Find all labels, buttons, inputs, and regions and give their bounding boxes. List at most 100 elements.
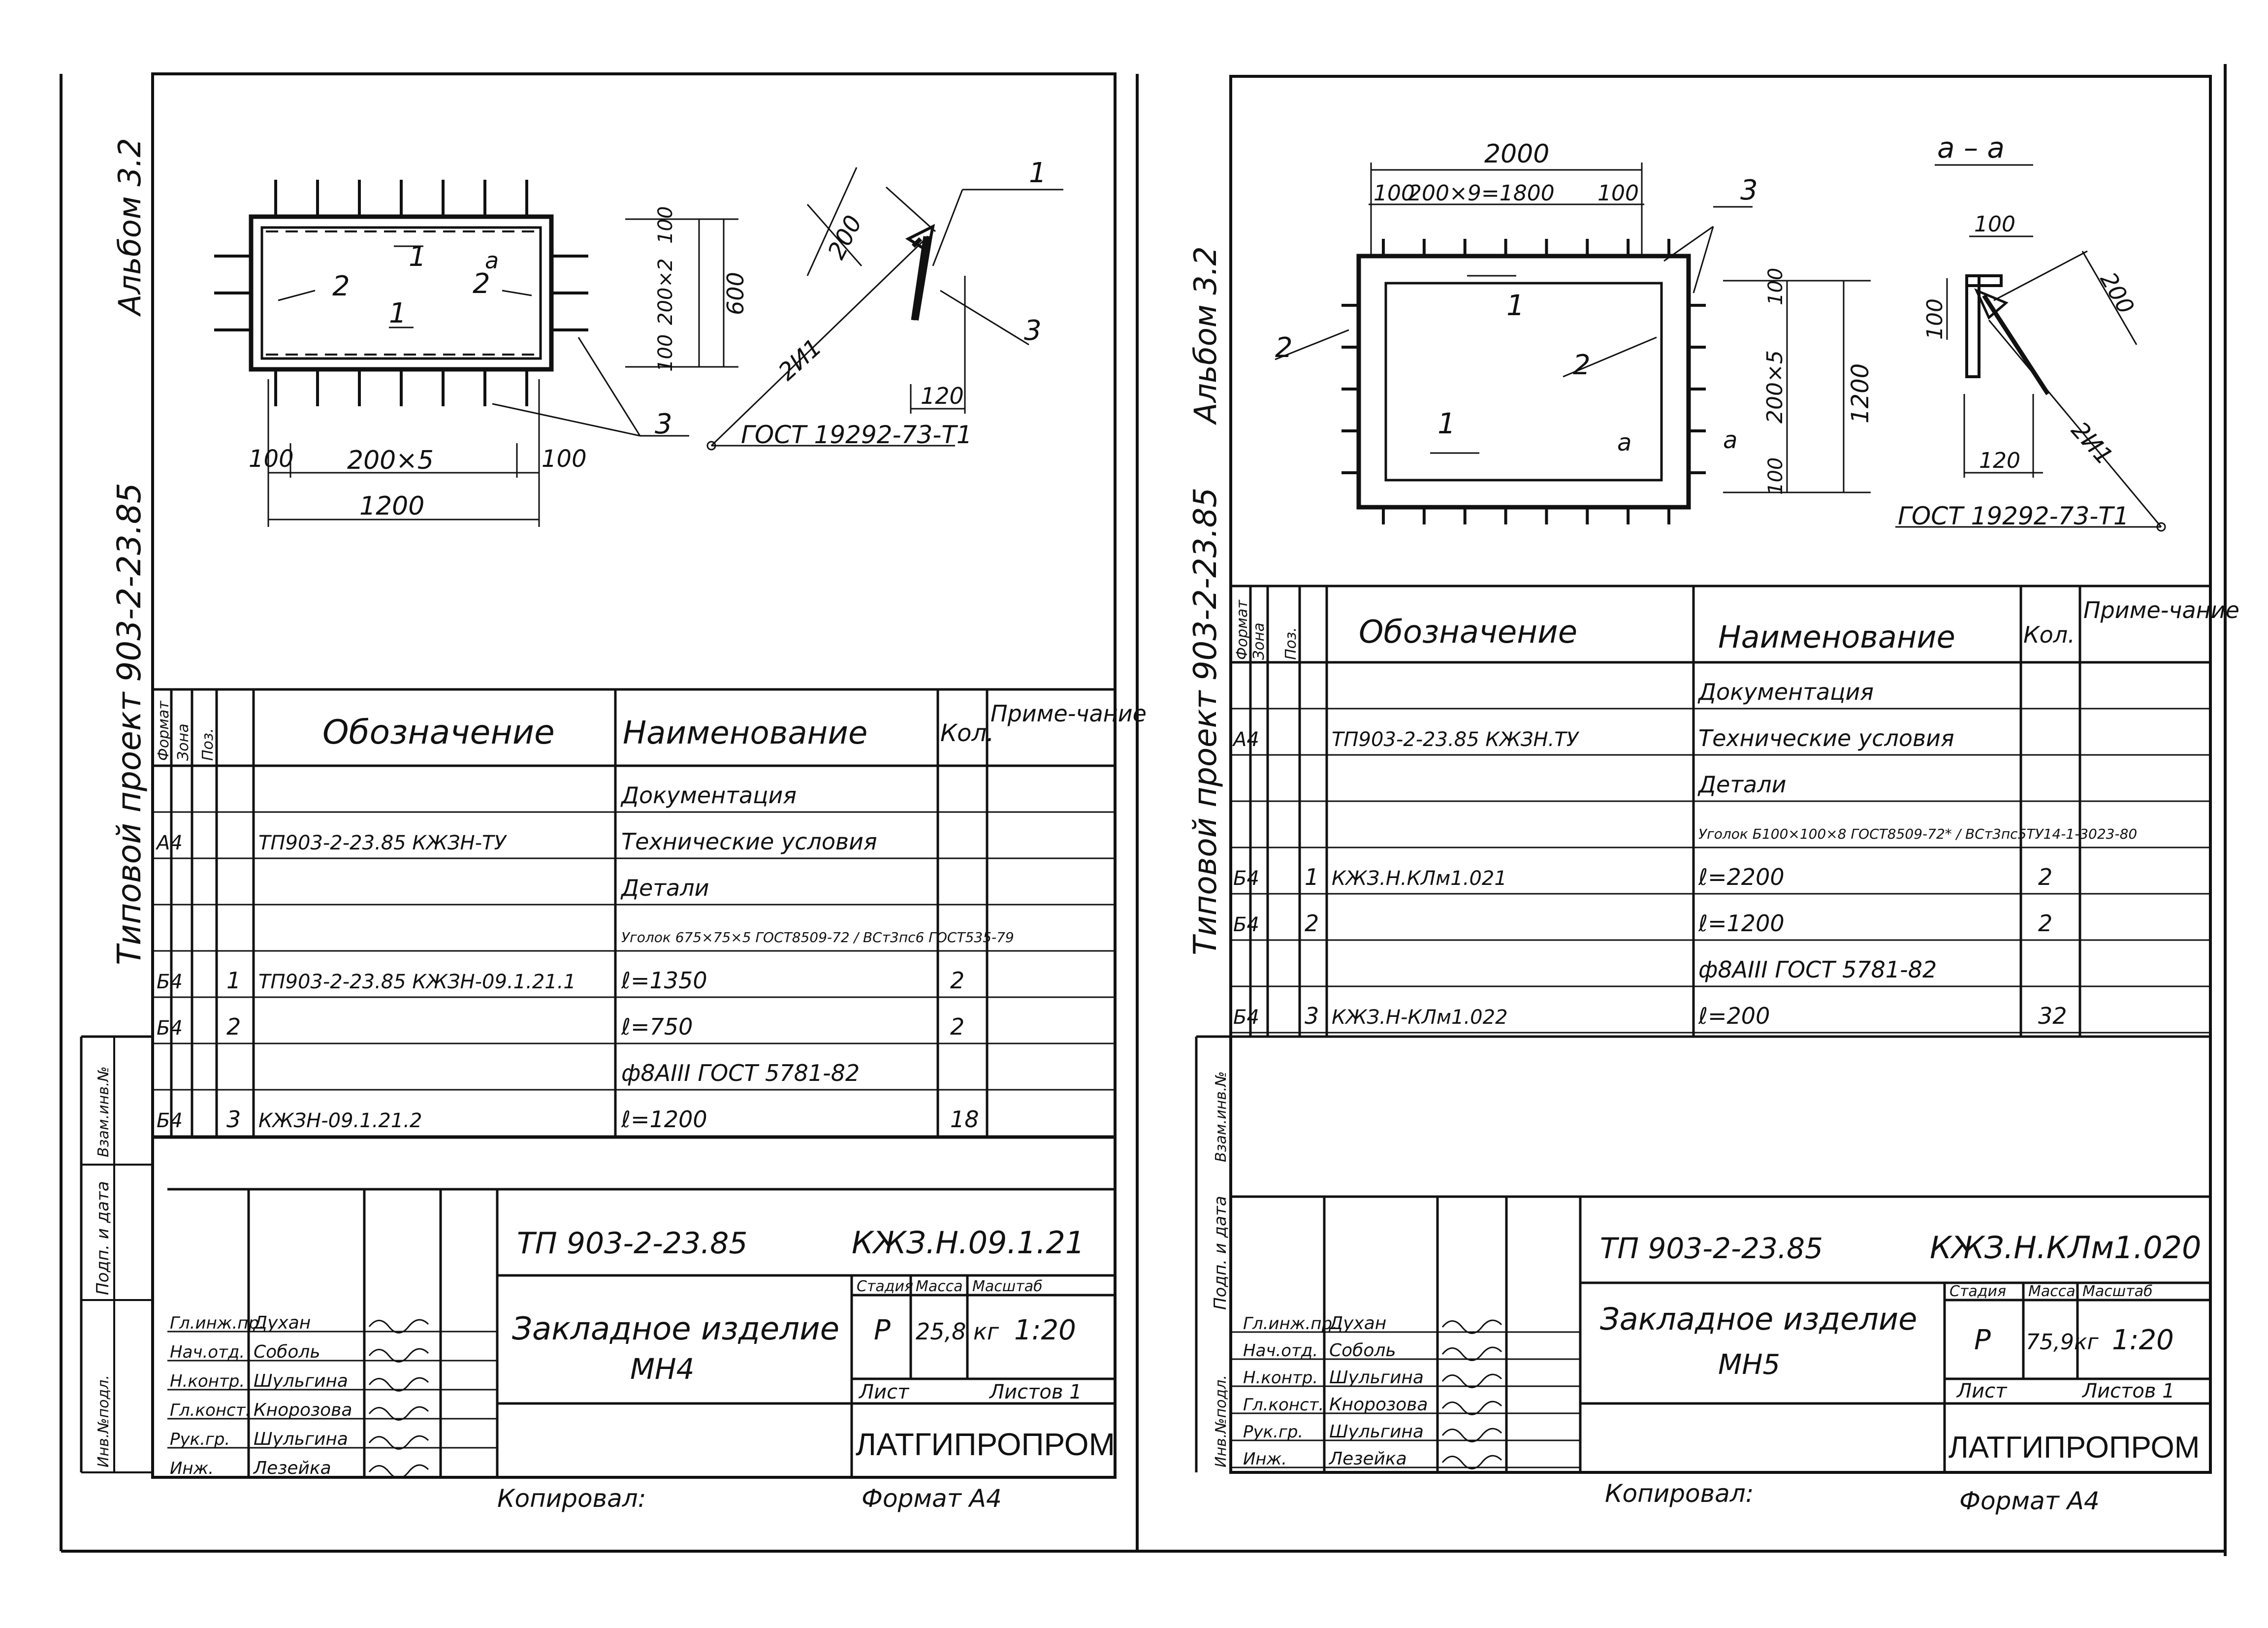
r-section-title: a – a — [1937, 131, 2005, 164]
spec-cell-name: Детали — [620, 875, 709, 901]
spec-header-qty: Кол. — [940, 719, 994, 747]
spec-header-pos: Поз. — [199, 728, 217, 761]
r-tb-mass: 75,9кг — [2026, 1330, 2099, 1355]
spec-header-format: Формат — [155, 700, 172, 761]
signer-role: Инж. — [1243, 1449, 1287, 1469]
signature — [368, 1348, 429, 1363]
spec-cell-designation: ТП903-2-23.85 КЖЗН-ТУ — [258, 832, 507, 854]
r-side-label-inv: Инв.№подл. — [1213, 1375, 1230, 1467]
spec-cell-format: Б4 — [1233, 1006, 1259, 1029]
r-tb-stage: Р — [1974, 1324, 1991, 1356]
signature — [368, 1406, 429, 1421]
r-pos-2-left: 2 — [1275, 332, 1293, 364]
r-tb-mass-label: Масса — [2028, 1283, 2076, 1300]
signer-name: Шульгина — [254, 1371, 348, 1391]
right-sheet: Альбом 3.2 Типовой проект 903-2-23.85 20… — [1187, 75, 2239, 1515]
r-dim-end-right: 100 — [1597, 181, 1639, 206]
spec-cell-qty: 2 — [950, 1013, 964, 1040]
r-format-label: Формат А4 — [1959, 1487, 2100, 1515]
r-tb-title-line1: Закладное изделие — [1600, 1301, 1917, 1337]
r-dim-end-left: 100 — [1374, 181, 1415, 206]
spec-cell-name: Документация — [620, 782, 797, 809]
signer-name: Духан — [253, 1313, 311, 1333]
spec-cell-qty: 18 — [950, 1106, 979, 1133]
spec-cell-name: ℓ=1200 — [621, 1106, 707, 1133]
signature — [1441, 1346, 1502, 1361]
signer-role: Нач.отд. — [170, 1342, 245, 1362]
tb-project: ТП 903-2-23.85 — [517, 1226, 748, 1261]
spec-cell-name: ℓ=2200 — [1698, 864, 1785, 890]
spec-cell-format: Б4 — [1233, 913, 1259, 936]
signer-role: Гл.конст. — [170, 1400, 251, 1420]
tb-mass-label: Масса — [916, 1278, 963, 1295]
r-spec-header-qty: Кол. — [2023, 621, 2075, 648]
signer-name: Шульгина — [1329, 1368, 1424, 1388]
r-pos-3: 3 — [1740, 174, 1758, 206]
tb-org: ЛАТГИПРОПРОМ — [856, 1427, 1115, 1462]
signer-role: Гл.инж.пр. — [170, 1313, 264, 1333]
r-tb-project: ТП 903-2-23.85 — [1600, 1232, 1823, 1265]
spec-cell-qty: 32 — [2038, 1003, 2067, 1029]
r-project-code-vertical: Типовой проект 903-2-23.85 — [1187, 488, 1224, 955]
tb-scale-label: Масштаб — [972, 1278, 1043, 1295]
spec-cell-format: Б4 — [157, 1109, 183, 1132]
r-detail-h: 100 — [1922, 298, 1948, 340]
pos-2-right: 2 — [473, 268, 490, 300]
r-tb-code: КЖЗ.Н.КЛм1.020 — [1930, 1230, 2202, 1266]
r-spec-header-designation: Обозначение — [1359, 614, 1577, 651]
spec-cell-name: ф8АIII ГОСТ 5781-82 — [1698, 956, 1937, 983]
signature — [1441, 1373, 1502, 1388]
format-label: Формат А4 — [862, 1484, 1002, 1513]
signer-role: Рук.гр. — [170, 1430, 230, 1449]
signature — [1441, 1400, 1502, 1415]
spec-table — [153, 688, 1115, 1139]
spec-cell-pos: 1 — [226, 967, 241, 994]
signer-role: Гл.конст. — [1243, 1395, 1324, 1415]
spec-cell-designation: КЖЗ.Н-КЛм1.022 — [1332, 1006, 1508, 1029]
r-spec-header-name: Наименование — [1718, 619, 1955, 655]
spec-cell-format: Б4 — [157, 971, 183, 993]
r-section-detail — [1895, 164, 2166, 532]
signer-name: Кнорозова — [1329, 1395, 1428, 1415]
embedded-part-plan — [214, 180, 738, 527]
spec-cell-name: ф8АIII ГОСТ 5781-82 — [621, 1060, 860, 1086]
album-label: Альбом 3.2 — [112, 138, 148, 317]
weld-detail — [706, 167, 1063, 451]
r-detail-len: 200 — [2095, 268, 2140, 319]
spec-cell-name: ℓ=200 — [1698, 1003, 1770, 1029]
pos-2-left: 2 — [332, 270, 350, 302]
spec-cell-pos: 2 — [226, 1013, 241, 1040]
spec-cell-name: Технические условия — [1698, 725, 1954, 751]
tb-stage-label: Стадия — [857, 1278, 913, 1295]
spec-cell-name: ℓ=1200 — [1698, 910, 1785, 937]
detail-gost: ГОСТ 19292-73-Т1 — [741, 421, 972, 449]
dim-h-top: 100 — [654, 206, 677, 244]
r-dim-h-pitch: 200×5 — [1762, 350, 1788, 423]
left-sheet-border — [151, 72, 1117, 1479]
signer-name: Соболь — [254, 1342, 320, 1362]
spec-cell-pos: 1 — [1305, 864, 1319, 890]
signer-role: Инж. — [170, 1459, 214, 1478]
signature — [1441, 1455, 1502, 1469]
r-dim-pitch: 200×9=1800 — [1408, 181, 1555, 206]
spec-cell-name: ℓ=1350 — [621, 967, 707, 994]
side-label-inv: Инв.№подл. — [95, 1375, 112, 1467]
section-mark: a — [485, 247, 499, 274]
tb-sheets-label: Листов 1 — [989, 1381, 1082, 1403]
spec-cell-qty: 2 — [2038, 910, 2052, 937]
spec-header-note: Приме-чание — [990, 700, 1147, 727]
r-tb-scale-label: Масштаб — [2082, 1283, 2153, 1300]
spec-cell-designation: КЖЗН-09.1.21.2 — [258, 1109, 422, 1132]
r-detail-gost: ГОСТ 19292-73-Т1 — [1898, 502, 2129, 530]
r-tb-scale: 1:20 — [2112, 1324, 2174, 1356]
signer-name: Кнорозова — [254, 1400, 352, 1420]
project-code-vertical: Типовой проект 903-2-23.85 — [110, 483, 148, 965]
signature — [368, 1435, 429, 1450]
signer-role: Нач.отд. — [1243, 1341, 1318, 1361]
tb-title-line2: МН4 — [630, 1352, 695, 1386]
spec-cell-format: Б4 — [1233, 867, 1259, 890]
r-copied-label: Копировал: — [1605, 1479, 1754, 1508]
detail-pos-1: 1 — [1029, 157, 1047, 189]
signer-name: Лезейка — [253, 1458, 331, 1478]
